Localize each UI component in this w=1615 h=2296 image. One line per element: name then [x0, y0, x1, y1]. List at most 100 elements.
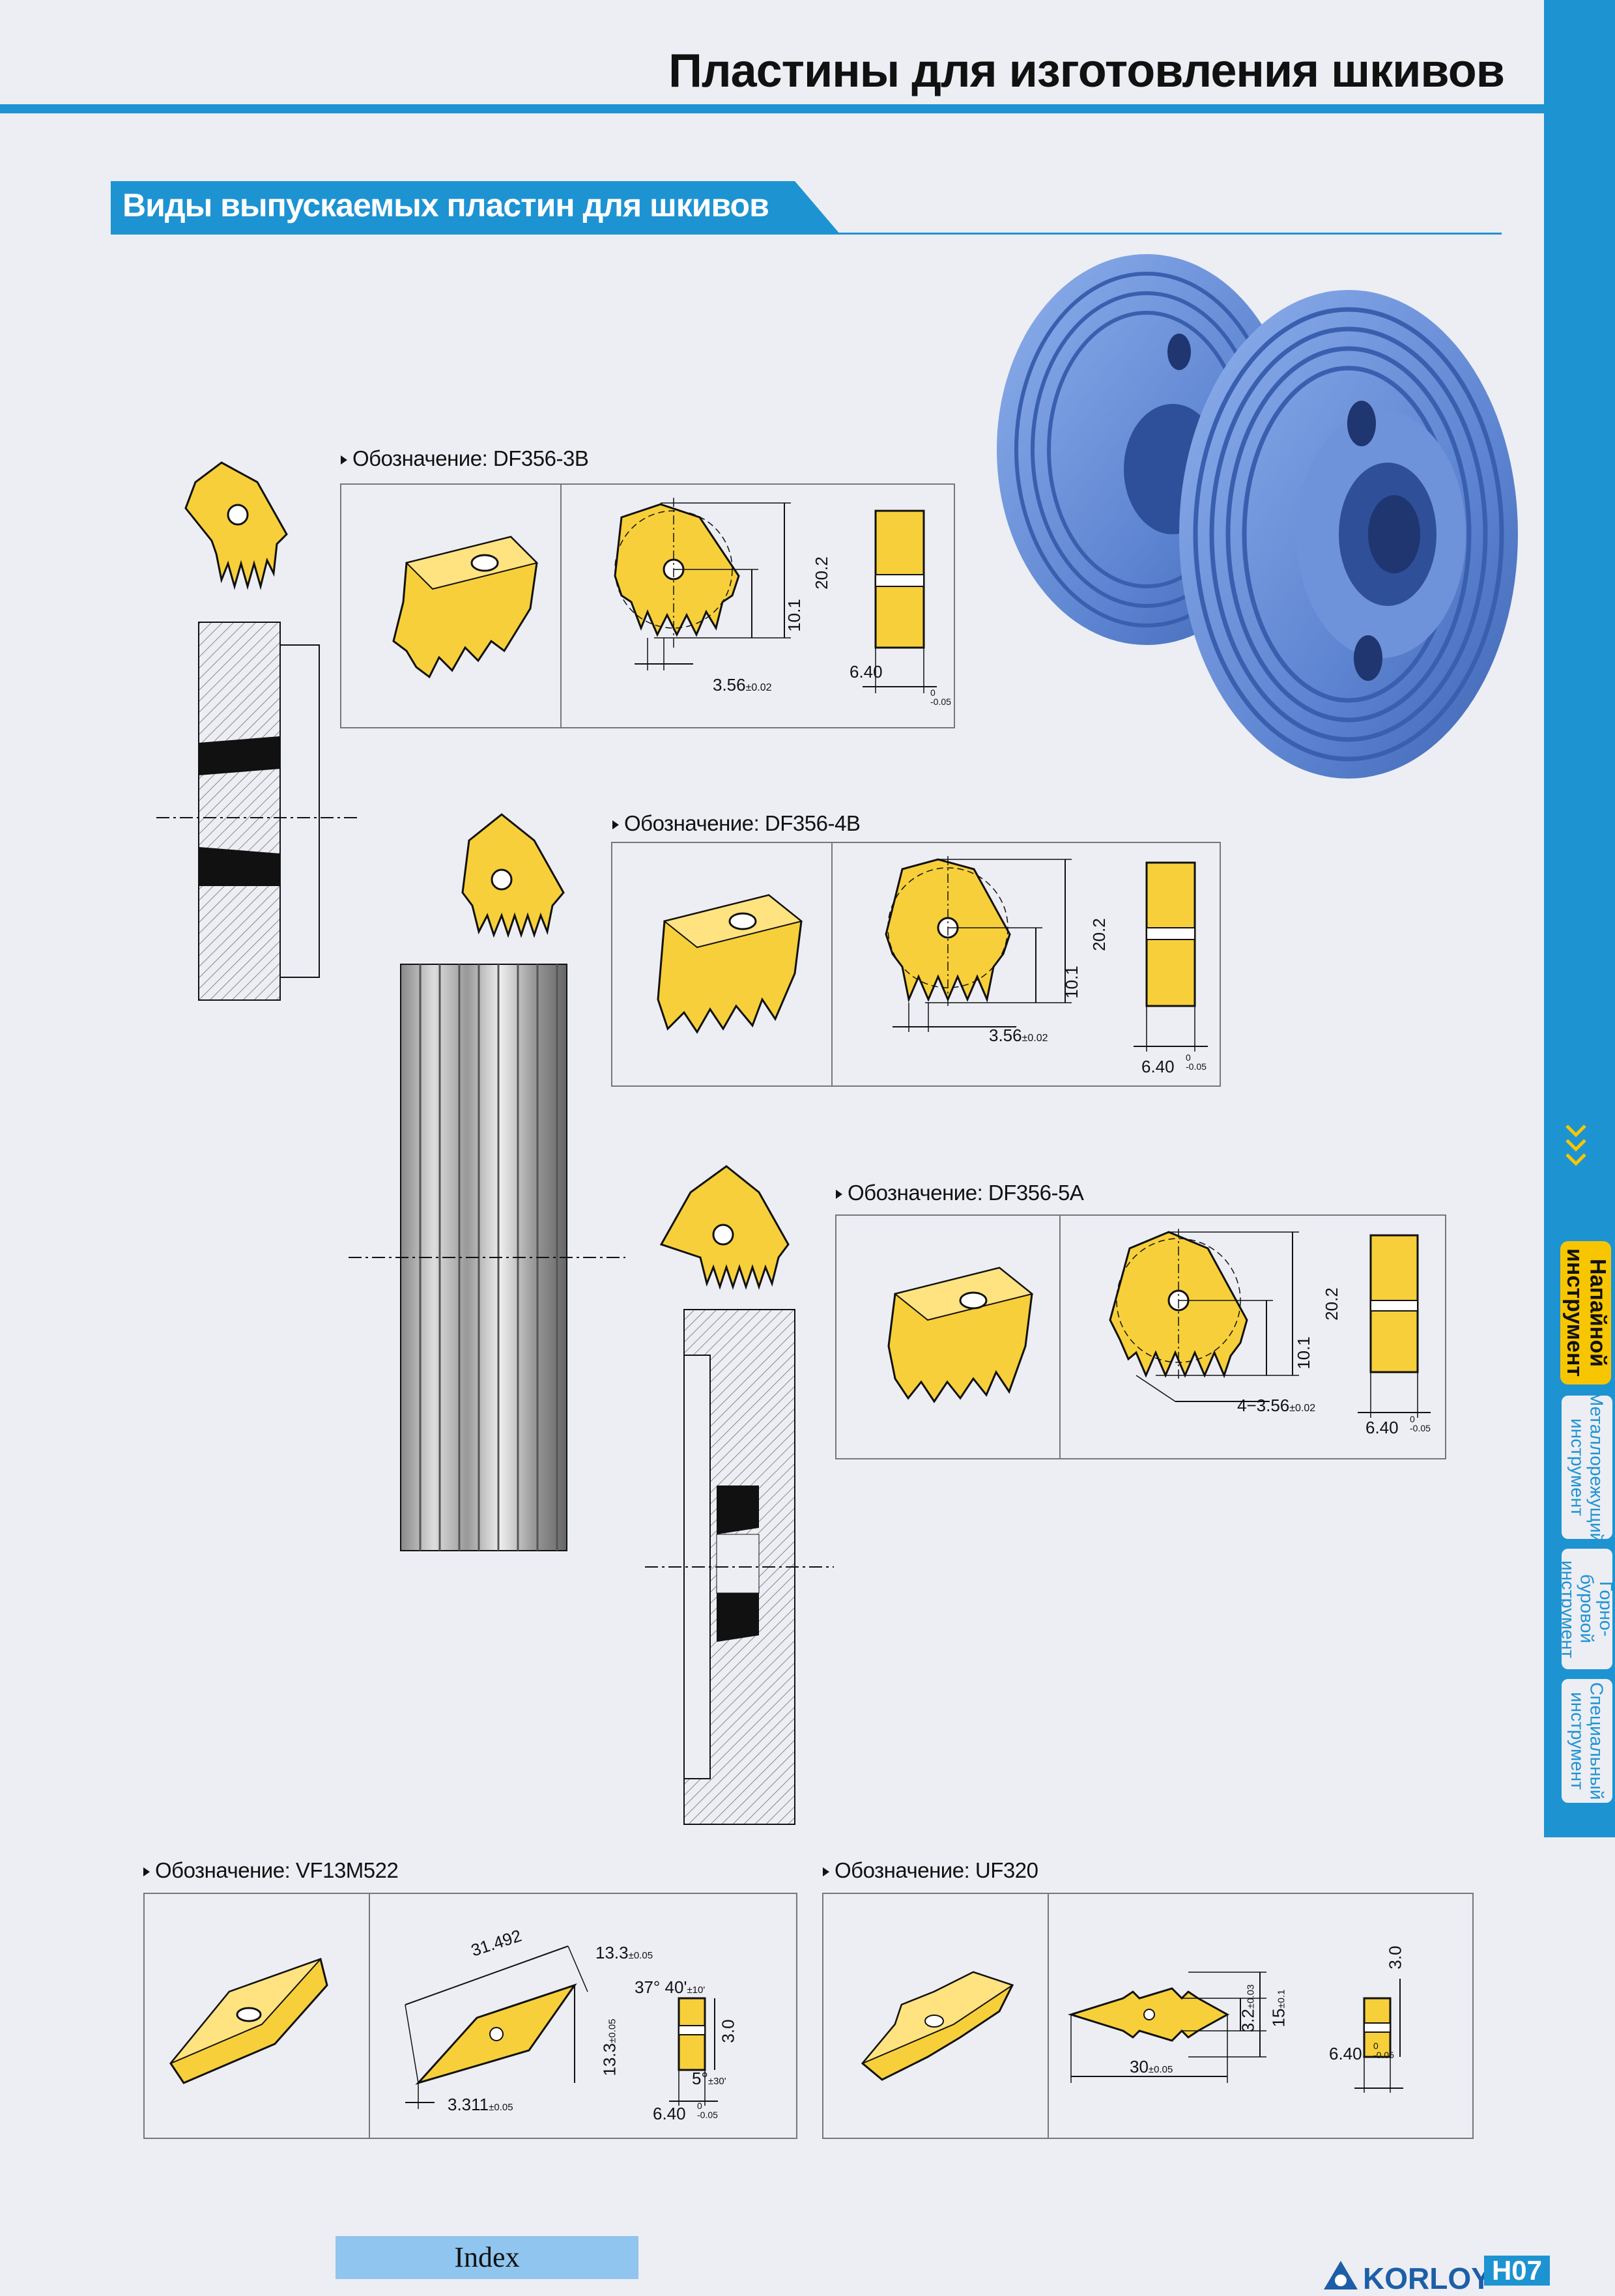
- bullet-icon: [823, 1867, 829, 1877]
- insert-1-drawing-box: 20.2 10.1 3.56±0.02 6.40 0-0.05: [340, 483, 955, 728]
- dim-thickness-tol: 0-0.05: [930, 688, 951, 706]
- dim-thickness: 6.40: [653, 2104, 686, 2123]
- arrows-icon: [1565, 1125, 1586, 1166]
- tol-bottom: -0.05: [1373, 2050, 1394, 2060]
- dim-angle: 37° 40'±10': [635, 1977, 705, 1998]
- dim-offset-value: 3.311: [448, 2095, 489, 2114]
- insert-2-3d-view: [657, 894, 803, 1034]
- dim-height-2-value: 15: [1268, 2008, 1289, 2028]
- dim-height: 20.2: [811, 556, 831, 590]
- insert-4-label: Обозначение: VF13M522: [143, 1858, 399, 1883]
- insert-3-designation: Обозначение: DF356-5A: [848, 1181, 1084, 1205]
- dim-thickness: 6.40: [1329, 2044, 1362, 2063]
- insert-4-front-view: [405, 1945, 588, 2109]
- dim-pitch-tol: ±0.02: [745, 682, 772, 693]
- dim-angle-tol: ±10': [687, 1985, 706, 1996]
- tab-special-tools[interactable]: Специальный инструмент: [1560, 1678, 1614, 1804]
- dim-offset: 3.311±0.05: [448, 2095, 513, 2115]
- dim-width-tol: ±0.05: [628, 1950, 653, 1961]
- tol-top: 0: [697, 2101, 702, 2111]
- dim-offset-tol: ±0.05: [489, 2102, 513, 2113]
- divider: [831, 843, 833, 1085]
- dim-thickness: 6.40: [1365, 1418, 1399, 1437]
- dim-height: 20.2: [1089, 918, 1109, 951]
- dim-pitch-value: 3.56: [713, 675, 746, 695]
- tab-mining-tools[interactable]: Горно-буровой инструмент: [1558, 1547, 1615, 1671]
- dim-thickness-small: 3.0: [718, 2019, 738, 2043]
- insert-1-designation: Обозначение: DF356-3B: [352, 446, 589, 470]
- dim-height: 20.2: [1321, 1287, 1341, 1321]
- section-rule: [834, 233, 1502, 235]
- bullet-icon: [341, 455, 347, 465]
- tab-brazed-tools[interactable]: Напайной инструмент: [1560, 1241, 1611, 1385]
- index-button[interactable]: Index: [336, 2236, 638, 2279]
- tol-top: 0: [1186, 1052, 1191, 1063]
- dim-height-value: 3.2: [1238, 2009, 1258, 2033]
- insert-2-side-view: [1134, 861, 1208, 1052]
- dim-thickness-tol: 0-0.05: [1410, 1414, 1431, 1433]
- insert-3-3d-view: [887, 1267, 1034, 1403]
- tab-metal-cutting-tools[interactable]: Металлорежущий инструмент: [1560, 1391, 1614, 1543]
- insert-5-drawing-box: 30±0.05 3.2±0.03 15±0.1 3.0 6.40 0-0.05: [822, 1893, 1474, 2139]
- korloy-logo-icon: [1324, 2261, 1358, 2289]
- section-header-bg: [111, 181, 840, 235]
- insert-5-front-view: [1067, 1972, 1266, 2083]
- page-title: Пластины для изготовления шкивов: [668, 45, 1505, 97]
- dim-angle-value: 37° 40': [635, 1977, 687, 1997]
- bullet-icon: [612, 820, 619, 830]
- dim-height-2: 15±0.1: [1269, 1989, 1289, 2027]
- insert-4-designation: Обозначение: VF13M522: [155, 1858, 399, 1882]
- dim-thickness: 6.40: [850, 662, 883, 682]
- insert-4-3d-view: [169, 1958, 328, 2084]
- insert-5-label: Обозначение: UF320: [823, 1858, 1038, 1883]
- divider: [369, 1894, 370, 2138]
- dim-half-height: 10.1: [1061, 966, 1081, 999]
- dim-relief-angle: 5°±30': [692, 2069, 726, 2089]
- pulley-face-middle: [349, 813, 625, 1551]
- insert-4-side-view: [669, 1997, 718, 2106]
- dim-height-tol: ±0.03: [1245, 1984, 1257, 2009]
- dim-thickness: 6.40: [1141, 1057, 1175, 1076]
- insert-5-side-view: [1354, 1979, 1403, 2093]
- dim-pitch: 4−3.56±0.02: [1237, 1396, 1315, 1416]
- section-title: Виды выпускаемых пластин для шкивов: [122, 187, 769, 223]
- insert-2-designation: Обозначение: DF356-4B: [624, 811, 861, 835]
- dim-relief-angle-tol: ±30': [707, 2076, 726, 2087]
- dim-width-value: 13.3: [595, 1943, 629, 1962]
- insert-3-front-view: [1109, 1229, 1299, 1402]
- tol-bottom: -0.05: [930, 696, 951, 707]
- dim-pitch-value: 3.56: [989, 1026, 1022, 1045]
- tol-bottom: -0.05: [1186, 1061, 1207, 1072]
- insert-1-side-view: [863, 509, 937, 693]
- bullet-icon: [143, 1867, 150, 1877]
- dim-height: 3.2±0.03: [1238, 1985, 1258, 2033]
- tab-mining-tools-label: Горно-буровой инструмент: [1558, 1560, 1615, 1658]
- brand-logo: KORLOY: [1363, 2261, 1491, 2295]
- header-rule: [0, 104, 1544, 113]
- dim-pitch: 3.56±0.02: [989, 1026, 1048, 1046]
- dim-height-tol: ±0.05: [607, 2018, 618, 2043]
- dim-pitch-value: 4−3.56: [1237, 1396, 1290, 1415]
- bullet-icon: [836, 1190, 842, 1199]
- dim-half-height: 10.1: [1293, 1336, 1313, 1370]
- insert-5-designation: Обозначение: UF320: [835, 1858, 1038, 1882]
- tol-bottom: -0.05: [1410, 1423, 1431, 1433]
- page-number: H07: [1484, 2256, 1550, 2286]
- pulley-section-right: [645, 1165, 834, 1825]
- insert-4-drawing-box: 31.492 13.3±0.05 37° 40'±10' 13.3±0.05 3…: [143, 1893, 797, 2139]
- dim-thickness-tol: 0-0.05: [1186, 1053, 1207, 1071]
- divider: [560, 485, 562, 727]
- insert-3-drawing-box: 20.2 10.1 4−3.56±0.02 6.40 0-0.05: [835, 1214, 1446, 1459]
- dim-height-value: 13.3: [599, 2043, 620, 2076]
- index-button-label: Index: [454, 2241, 520, 2273]
- dim-thickness-tol: 0-0.05: [697, 2101, 718, 2119]
- insert-1-front-view: [614, 498, 791, 670]
- insert-5-3d-view: [861, 1971, 1014, 2081]
- tol-top: 0: [930, 687, 936, 698]
- insert-2-drawing-box: 20.2 10.1 3.56±0.02 6.40 0-0.05: [611, 842, 1221, 1087]
- pulley-section-left: [156, 461, 358, 1001]
- insert-3-side-view: [1358, 1234, 1431, 1418]
- dim-pitch-tol: ±0.02: [1022, 1033, 1048, 1044]
- dim-thickness-tol: 0-0.05: [1373, 2041, 1394, 2059]
- divider: [1059, 1216, 1061, 1458]
